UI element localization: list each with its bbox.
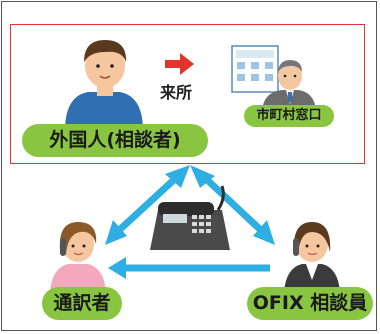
- ofix-woman-figure: [284, 222, 340, 292]
- visit-scene-box: [10, 24, 365, 164]
- visit-label: 来所: [160, 83, 193, 102]
- arrow-foreigner-interpreter: [112, 173, 181, 237]
- communication-arrows: [112, 173, 270, 272]
- foreigner-label: 外国人(相談者): [22, 124, 208, 157]
- building-clerk-icon: [231, 45, 316, 110]
- outer-frame: [1, 1, 377, 331]
- arrow-foreigner-ofix: [200, 173, 268, 237]
- interpreter-label: 通訳者: [42, 287, 122, 320]
- man-figure: [65, 40, 143, 128]
- visit-arrow-icon: [165, 53, 194, 75]
- telephone-icon: [150, 185, 230, 250]
- municipal-window-label: 市町村窓口: [244, 105, 334, 127]
- ofix-consultant-label: OFIX 相談員: [247, 287, 373, 320]
- arrow-heads: [105, 165, 275, 279]
- interpreter-woman-figure: [50, 222, 106, 292]
